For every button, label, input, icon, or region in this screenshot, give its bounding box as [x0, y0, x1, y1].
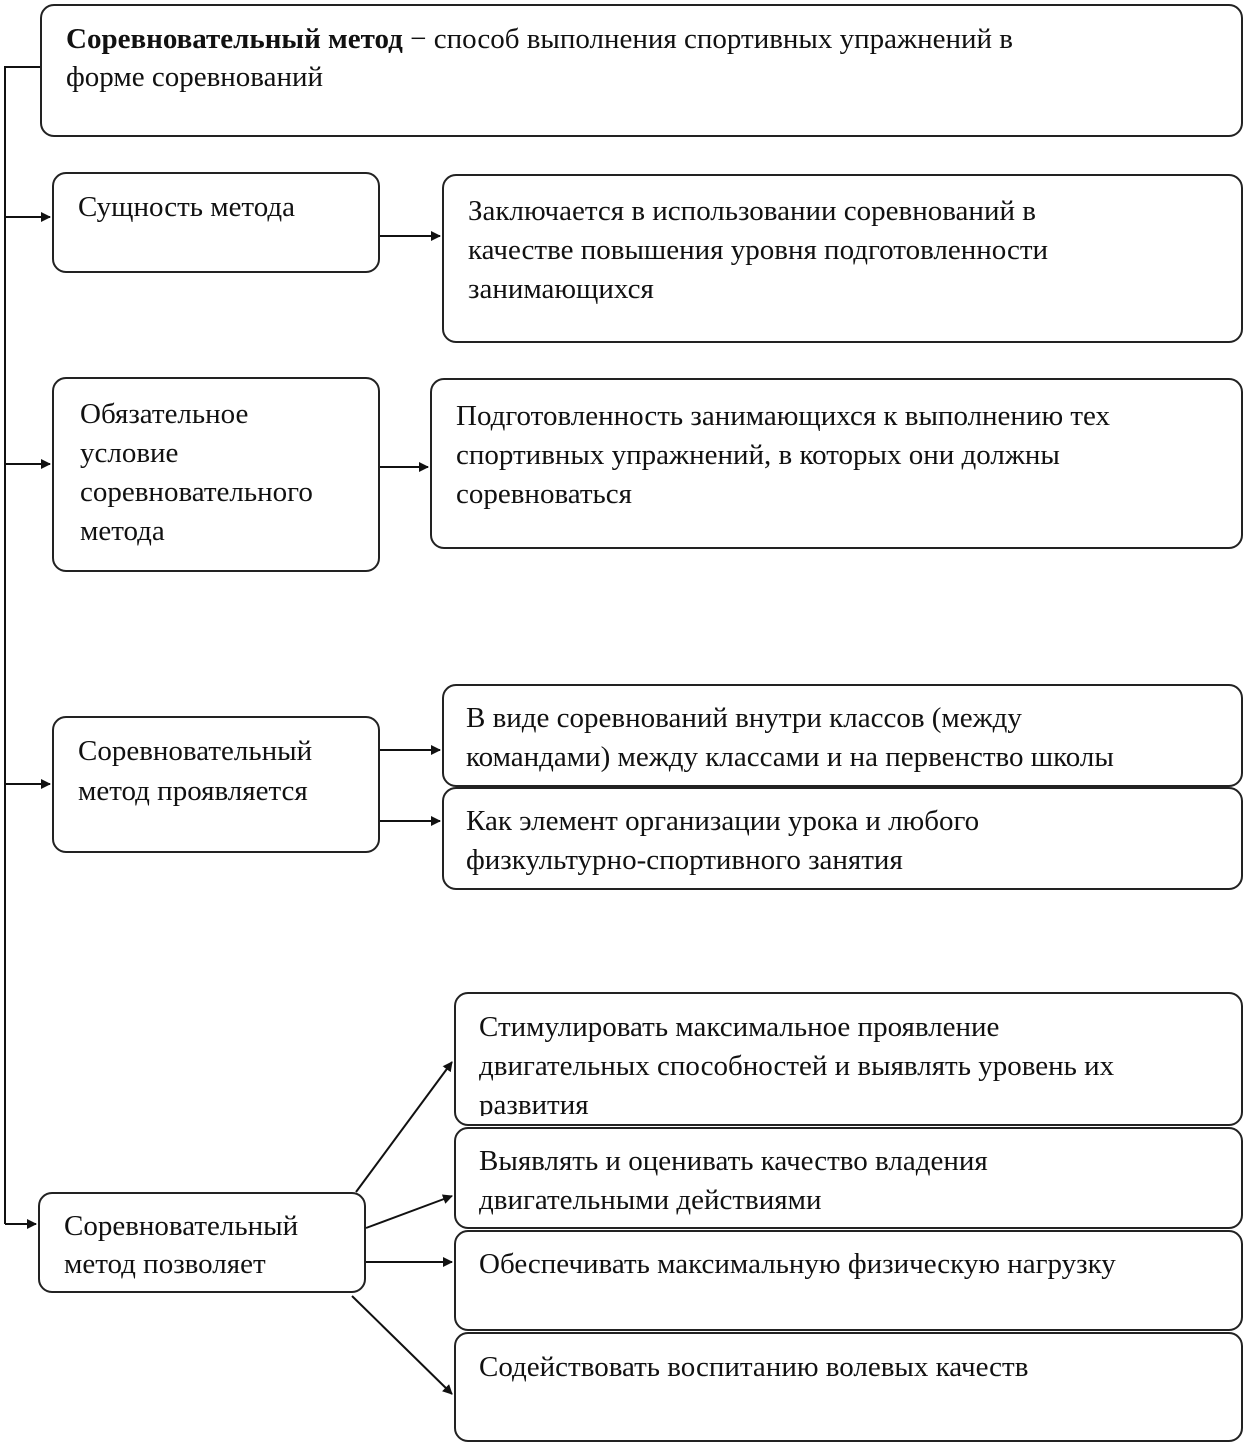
allows-item4-box: [454, 1332, 1243, 1442]
allows-label-line: Соревновательный: [64, 1210, 299, 1242]
definition-line-2: форме соревнований: [66, 61, 324, 93]
allows-item2-box: [454, 1127, 1243, 1229]
arrow-allows-item2: [365, 1194, 453, 1229]
manifests-item1-line: В виде соревнований внутри классов (межд…: [466, 702, 1022, 734]
essence-desc-line: занимающихся: [468, 273, 654, 305]
definition-box: [40, 4, 1243, 137]
condition-desc-line: Подготовленность занимающихся к выполнен…: [456, 400, 1111, 432]
allows-label-box: [38, 1192, 366, 1293]
condition-label-box: [52, 377, 380, 572]
manifests-item1-line: командами) между классами и на первенств…: [466, 741, 1114, 773]
allows-item2-line: Выявлять и оценивать качество владения: [479, 1145, 988, 1177]
main-spine-line: [4, 66, 40, 1224]
essence-label-box: [52, 172, 380, 273]
manifests-item2-line: Как элемент организации урока и любого: [466, 805, 980, 837]
allows-item1-box: [454, 992, 1243, 1126]
method-term: Соревновательный метод: [66, 23, 403, 55]
allows-label-line: метод позволяет: [64, 1248, 266, 1280]
essence-desc-line: Заключается в использовании соревнований…: [468, 195, 1036, 227]
manifests-item2-line: физкультурно-спортивного занятия: [466, 844, 903, 876]
definition-line-1: Соревновательный метод − способ выполнен…: [66, 20, 1013, 59]
condition-desc-box: [430, 378, 1243, 549]
allows-item3-box: [454, 1230, 1243, 1331]
manifests-item2-box: [442, 787, 1243, 890]
essence-desc-line: качестве повышения уровня подготовленнос…: [468, 234, 1049, 266]
allows-item1-line: Стимулировать максимальное проявление: [479, 1011, 1000, 1043]
allows-item1-line: развития: [479, 1089, 589, 1116]
allows-item2-line: двигательными действиями: [479, 1184, 822, 1216]
method-definition: − способ выполнения спортивных упражнени…: [402, 23, 1013, 55]
condition-label-line: условие: [80, 437, 179, 469]
condition-label-line: метода: [80, 515, 165, 547]
essence-desc-box: [442, 174, 1243, 343]
condition-desc-line: соревноваться: [456, 478, 632, 510]
allows-item1-line: двигательных способностей и выявлять уро…: [479, 1050, 1115, 1082]
arrow-allows-item4: [351, 1295, 453, 1395]
manifests-label-line: Соревновательный: [78, 735, 313, 767]
condition-label-line: Обязательное: [80, 398, 249, 430]
manifests-label-line: метод проявляется: [78, 775, 308, 807]
allows-item3-line: Обеспечивать максимальную физическую наг…: [479, 1248, 1116, 1280]
condition-label-line: соревновательного: [80, 476, 313, 508]
manifests-item1-box: [442, 684, 1243, 787]
condition-desc-line: спортивных упражнений, в которых они дол…: [456, 439, 1060, 471]
manifests-label-box: [52, 716, 380, 853]
essence-label: Сущность метода: [78, 191, 296, 223]
arrow-allows-item1: [355, 1061, 453, 1193]
allows-item4-line: Содействовать воспитанию волевых качеств: [479, 1351, 1029, 1383]
